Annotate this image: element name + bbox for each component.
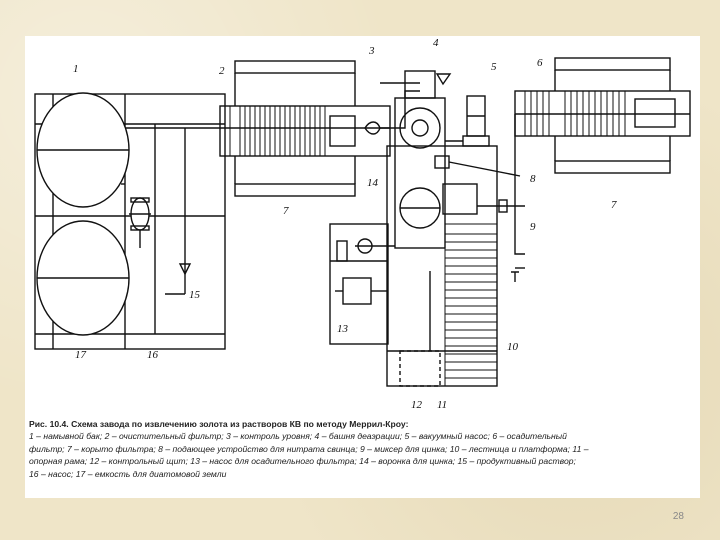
label-7-left: 7 [283,205,289,217]
vacuum-pump [445,95,490,147]
precipitation-filter [514,57,691,174]
caption-line-1: 1 – намывной бак; 2 – очистительный филь… [29,431,567,442]
left-frame [34,93,226,350]
label-17: 17 [75,349,87,361]
precipitation-pump [329,223,395,345]
caption-line-2: фильтр; 7 – корыто фильтра; 8 – подающее… [29,443,589,454]
pump-16 [129,197,151,248]
label-3: 3 [368,45,375,57]
label-5: 5 [491,61,497,73]
plant-schematic: 1 2 3 4 5 6 7 7 8 9 10 11 12 13 14 15 16… [34,37,691,411]
label-2: 2 [219,65,225,77]
figure: 1 2 3 4 5 6 7 7 8 9 10 11 12 13 14 15 16… [25,36,700,498]
deaeration-tower [394,70,452,249]
clarifying-filter [185,60,391,197]
label-13: 13 [337,323,349,335]
label-16: 16 [147,349,159,361]
zinc-mixer [442,183,478,215]
caption-line-4: 16 – насос; 17 – емкость для диатомовой … [29,468,227,479]
label-8: 8 [530,173,536,185]
caption-title: Рис. 10.4. Схема завода по извлечению зо… [29,419,409,429]
figure-caption: Рис. 10.4. Схема завода по извлечению зо… [29,418,693,480]
label-7-right: 7 [611,199,617,211]
ladder-platform [444,223,498,387]
label-12: 12 [411,399,423,411]
page-number: 28 [672,511,684,522]
label-14: 14 [367,177,379,189]
label-1: 1 [73,63,79,75]
label-10: 10 [507,341,519,353]
control-panel [399,350,441,387]
nitrate-feeder [434,155,450,169]
label-15: 15 [189,289,201,301]
label-11: 11 [437,399,447,411]
caption-line-3: опорная рама; 12 – контрольный щит; 13 –… [29,456,576,467]
label-6: 6 [537,57,543,69]
label-9: 9 [530,221,536,233]
label-4: 4 [433,37,439,49]
